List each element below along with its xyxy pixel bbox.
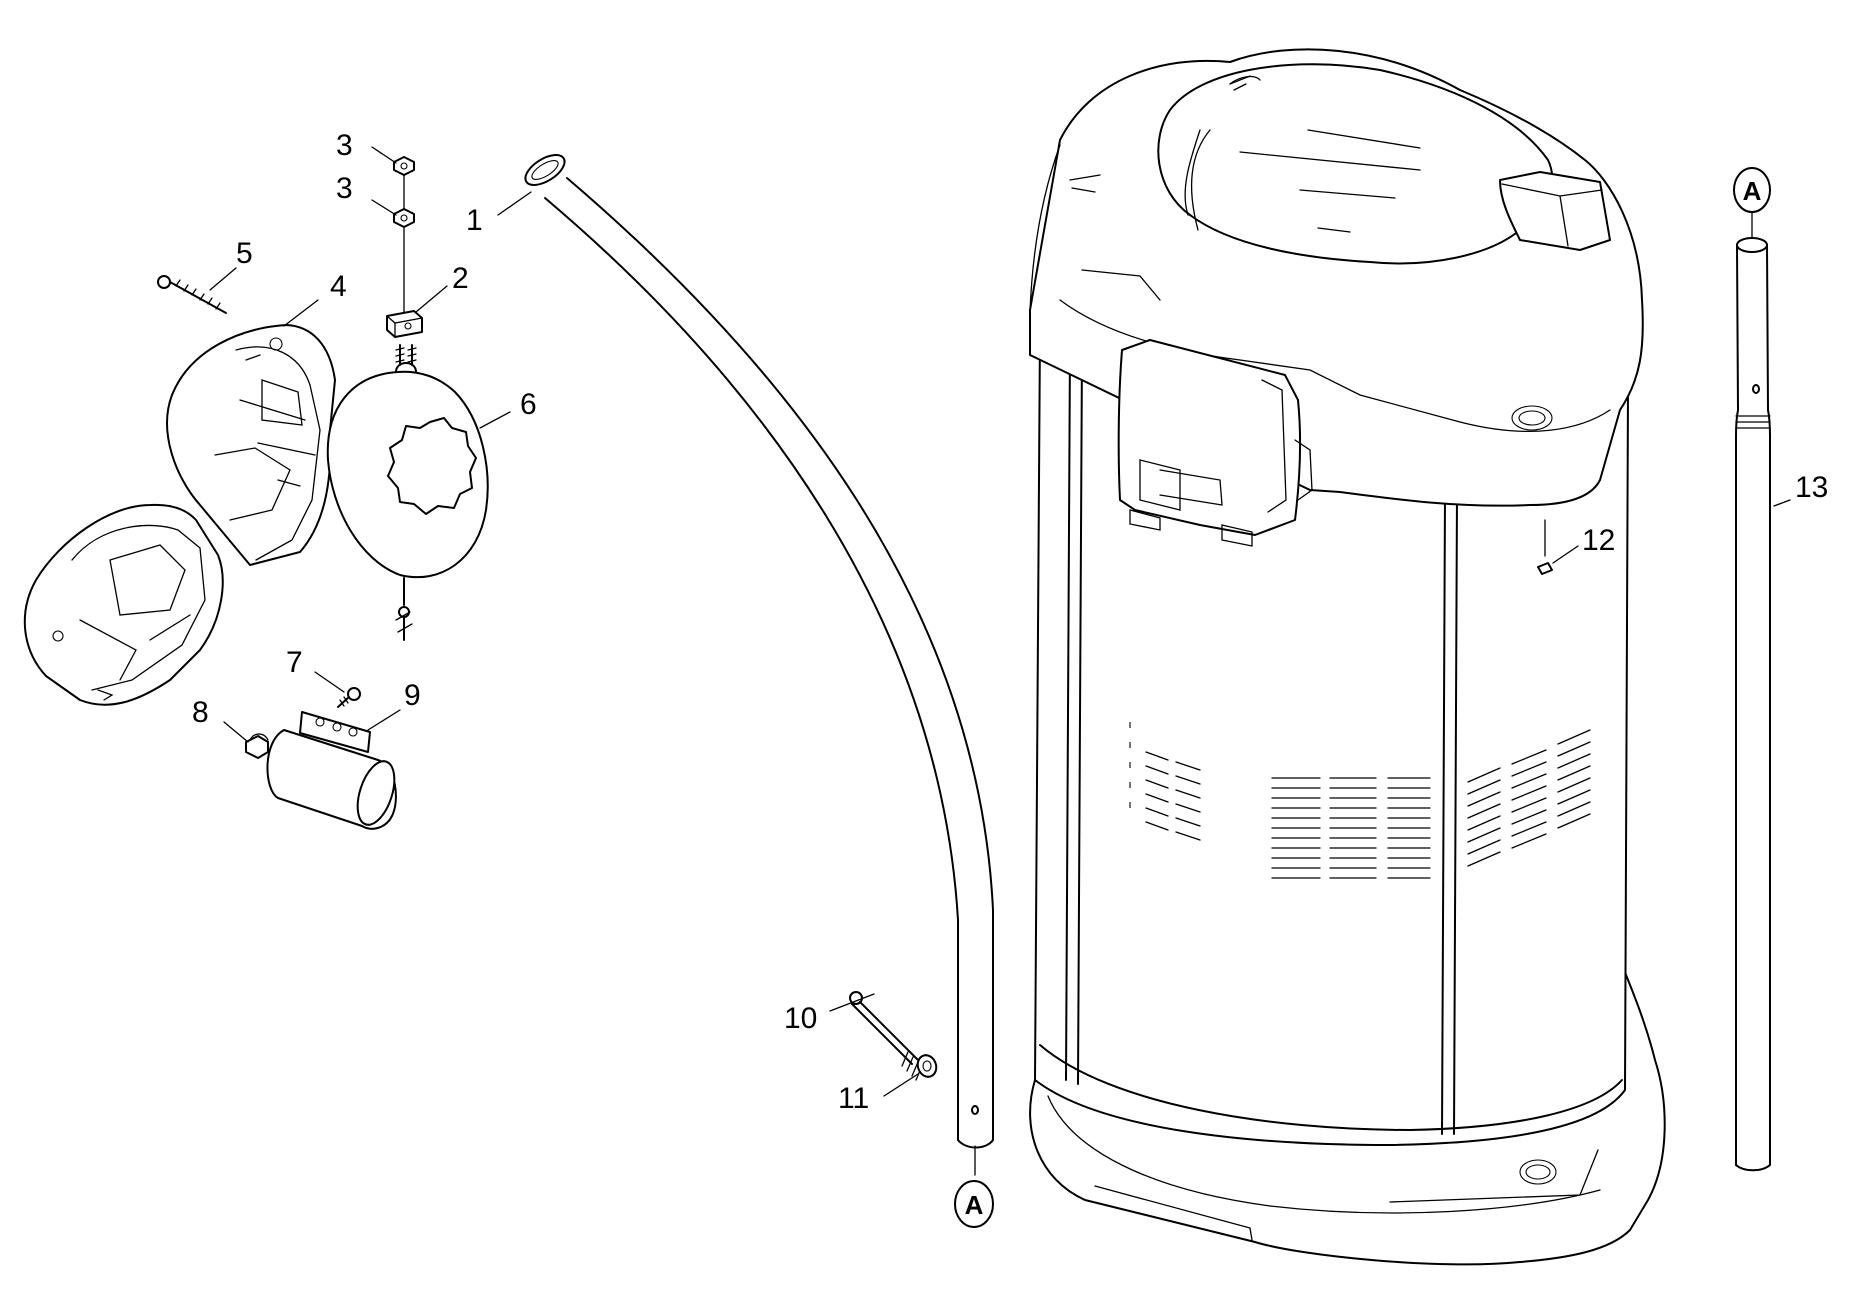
callout-2: 2 — [452, 262, 469, 295]
part-5-screw — [157, 275, 227, 314]
part-2-clamp-block — [386, 310, 423, 338]
part-10-bolt — [849, 991, 923, 1081]
center-vent-grille — [1271, 777, 1431, 879]
part-4-housing-upper-shell — [166, 324, 336, 566]
callout-11: 11 — [838, 1082, 869, 1115]
right-vent-grille — [1467, 729, 1591, 867]
callout-1: 1 — [466, 204, 483, 237]
callout-4: 4 — [330, 270, 347, 303]
callout-3-upper: 3 — [336, 129, 353, 162]
callout-9: 9 — [404, 679, 421, 712]
part-7-screw — [337, 687, 361, 708]
svg-text:A: A — [1743, 176, 1762, 206]
callout-10: 10 — [784, 1002, 817, 1035]
callout-6: 6 — [520, 388, 537, 421]
callout-3-lower: 3 — [336, 172, 353, 205]
connector-mark-hose-end: A — [954, 1180, 994, 1228]
callout-12: 12 — [1582, 524, 1615, 557]
connector-mark-tube-top: A — [1733, 167, 1771, 239]
part-1-curved-hose — [524, 154, 994, 1176]
part-12-plug — [1537, 519, 1553, 575]
callout-5: 5 — [236, 237, 253, 270]
left-vent-grille — [1129, 722, 1201, 841]
callout-8: 8 — [192, 696, 209, 729]
part-8-cap-nut — [245, 733, 269, 759]
part-4-housing-lower-shell — [23, 503, 224, 706]
part-6-spring-balancer — [326, 344, 489, 641]
svg-text:A: A — [965, 1190, 984, 1220]
callout-7: 7 — [286, 646, 303, 679]
part-13-tube — [1735, 237, 1771, 1172]
callout-leaders — [209, 146, 1791, 1097]
callout-13: 13 — [1795, 471, 1828, 504]
part-11-washer — [916, 1054, 938, 1078]
part-9-bracket-sleeve — [266, 711, 397, 830]
part-3-nut-lower — [393, 208, 415, 228]
main-unit-body — [1029, 48, 1666, 1266]
part-3-nut-upper — [393, 156, 415, 176]
